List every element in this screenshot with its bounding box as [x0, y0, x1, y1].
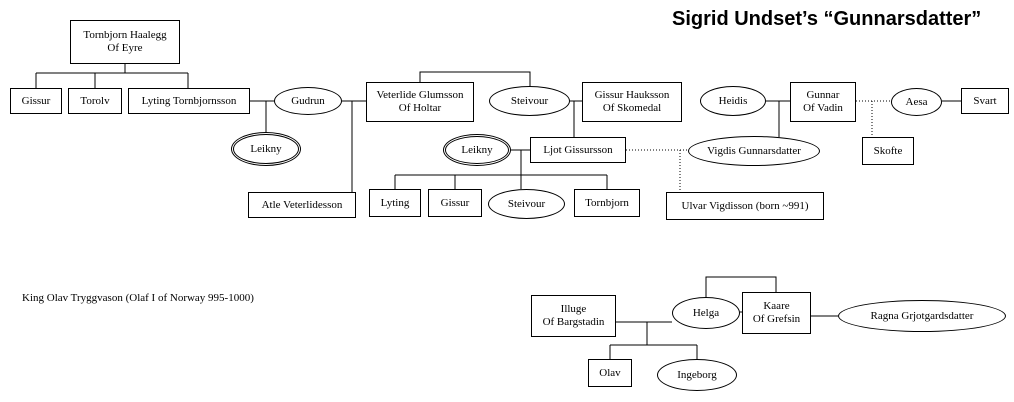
person-ragna-grjotgardsdatter: Ragna Grjotgardsdatter	[838, 300, 1006, 332]
person-olav: Olav	[588, 359, 632, 387]
person-helga: Helga	[672, 297, 740, 329]
person-atle-veterlidesson: Atle Veterlidesson	[248, 192, 356, 218]
connector	[35, 64, 189, 88]
person-ingeborg: Ingeborg	[657, 359, 737, 391]
person-lyting: Lyting	[369, 189, 421, 217]
person-veterlide-glumsson: Veterlide Glumsson Of Holtar	[366, 82, 474, 122]
person-torolv: Torolv	[68, 88, 122, 114]
person-leikny-2: Leikny	[443, 134, 511, 166]
person-steivour: Steivour	[489, 86, 570, 116]
person-tornbjorn-haalegg: Tornbjorn Haalegg Of Eyre	[70, 20, 180, 64]
connector	[609, 322, 698, 359]
connector	[616, 311, 838, 323]
person-illuge: Illuge Of Bargstadin	[531, 295, 616, 337]
person-steivour-2: Steivour	[488, 189, 565, 219]
connector	[419, 71, 531, 86]
person-leikny: Leikny	[231, 132, 301, 166]
person-tornbjorn: Tornbjorn	[574, 189, 640, 217]
connector	[766, 100, 790, 137]
king-olav-note: King Olav Tryggvason (Olaf I of Norway 9…	[22, 292, 254, 304]
person-svart: Svart	[961, 88, 1009, 114]
person-gissur-2: Gissur	[428, 189, 482, 217]
person-aesa: Aesa	[891, 88, 942, 116]
connector	[265, 101, 353, 192]
connector	[570, 100, 582, 137]
person-kaare: Kaare Of Grefsin	[742, 292, 811, 334]
person-skofte: Skofte	[862, 137, 914, 165]
person-ulvar-vigdisson: Ulvar Vigdisson (born ~991)	[666, 192, 824, 220]
diagram-title: Sigrid Undset’s “Gunnarsdatter”	[672, 8, 982, 30]
person-gissur-hauksson: Gissur Hauksson Of Skomedal	[582, 82, 682, 122]
person-gudrun: Gudrun	[274, 87, 342, 115]
person-gissur: Gissur	[10, 88, 62, 114]
person-ljot-gissursson: Ljot Gissursson	[530, 137, 626, 163]
connector	[394, 150, 608, 189]
connector	[705, 276, 777, 297]
person-heidis: Heidis	[700, 86, 766, 116]
person-gunnar-of-vadin: Gunnar Of Vadin	[790, 82, 856, 122]
person-vigdis-gunnarsdatter: Vigdis Gunnarsdatter	[688, 136, 820, 166]
person-lyting-tornbjornsson: Lyting Tornbjornsson	[128, 88, 250, 114]
